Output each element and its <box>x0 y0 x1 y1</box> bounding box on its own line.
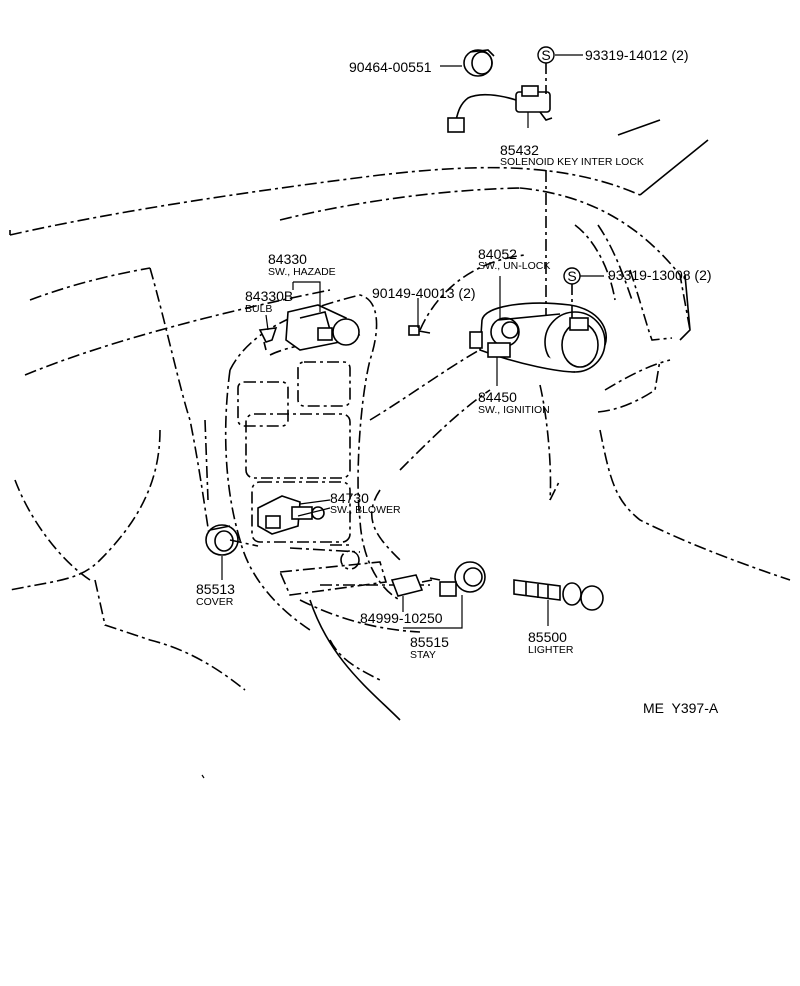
part-description: SOLENOID KEY INTER LOCK <box>500 156 644 168</box>
part-number: 93319-14012 (2) <box>585 47 689 63</box>
callout-85500: 85500 LIGHTER <box>528 629 574 656</box>
part-solenoid-85432 <box>447 85 553 133</box>
callout-84450: 84450 SW., IGNITION <box>478 389 550 416</box>
part-number: 93319-13008 (2) <box>608 267 712 283</box>
part-number: 84330 <box>268 251 307 267</box>
s-symbol-label: S <box>541 47 550 63</box>
callout-84999: 84999-10250 <box>360 610 443 626</box>
callout-85515: 85515 STAY <box>410 634 449 661</box>
callout-93319-14012: 93319-14012 (2) <box>585 47 689 63</box>
part-description: SW., HAZADE <box>268 266 336 278</box>
part-hazard-switch-84330 <box>285 304 360 351</box>
part-screw-90149 <box>408 325 431 336</box>
dashboard-outline <box>9 119 791 721</box>
part-number: 84730 <box>330 490 369 506</box>
part-number: 90464-00551 <box>349 59 432 75</box>
stray-mark <box>201 774 205 779</box>
part-number: 90149-40013 (2) <box>372 285 476 301</box>
part-number: 84052 <box>478 246 517 262</box>
part-bulb-84330b <box>258 327 278 351</box>
s-symbol-label: S <box>567 268 576 284</box>
part-blower-switch-84730 <box>257 495 325 535</box>
callout-84330: 84330 SW., HAZADE <box>268 251 336 278</box>
part-number: 84330B <box>245 288 293 304</box>
callout-90149: 90149-40013 (2) <box>372 285 476 301</box>
part-description: SW., BLOWER <box>330 504 401 516</box>
callout-84330b: 84330B BULB <box>245 288 293 315</box>
s-symbol-top: S <box>537 46 555 64</box>
part-lighter-85500 <box>513 579 604 611</box>
part-number: 85513 <box>196 581 235 597</box>
part-number: 85515 <box>410 634 449 650</box>
part-number: 84999-10250 <box>360 610 443 626</box>
s-symbol-mid: S <box>563 267 581 285</box>
callout-85432: 85432 SOLENOID KEY INTER LOCK <box>500 142 644 168</box>
part-number: 85432 <box>500 142 539 158</box>
callout-84730: 84730 SW., BLOWER <box>330 490 401 516</box>
part-description: SW., IGNITION <box>478 404 550 416</box>
part-description: BULB <box>245 303 272 315</box>
part-description: SW., UN-LOCK <box>478 260 550 272</box>
part-description: STAY <box>410 649 436 661</box>
callout-93319-13008: 93319-13008 (2) <box>608 267 712 283</box>
part-clamp-90464 <box>463 49 495 77</box>
part-stay-85515 <box>439 561 486 597</box>
part-description: COVER <box>196 596 234 608</box>
callout-84052: 84052 SW., UN-LOCK <box>478 246 550 272</box>
part-ignition-switch-assembly <box>469 302 607 373</box>
part-description: LIGHTER <box>528 644 574 656</box>
part-number: 84450 <box>478 389 517 405</box>
leader-lines <box>221 54 604 629</box>
part-number: 85500 <box>528 629 567 645</box>
callout-90464: 90464-00551 <box>349 59 432 75</box>
callout-85513: 85513 COVER <box>196 581 235 608</box>
part-socket-84999 <box>390 574 433 597</box>
reference-code: ME Y397-A <box>643 700 719 716</box>
part-cover-85513 <box>205 524 239 556</box>
